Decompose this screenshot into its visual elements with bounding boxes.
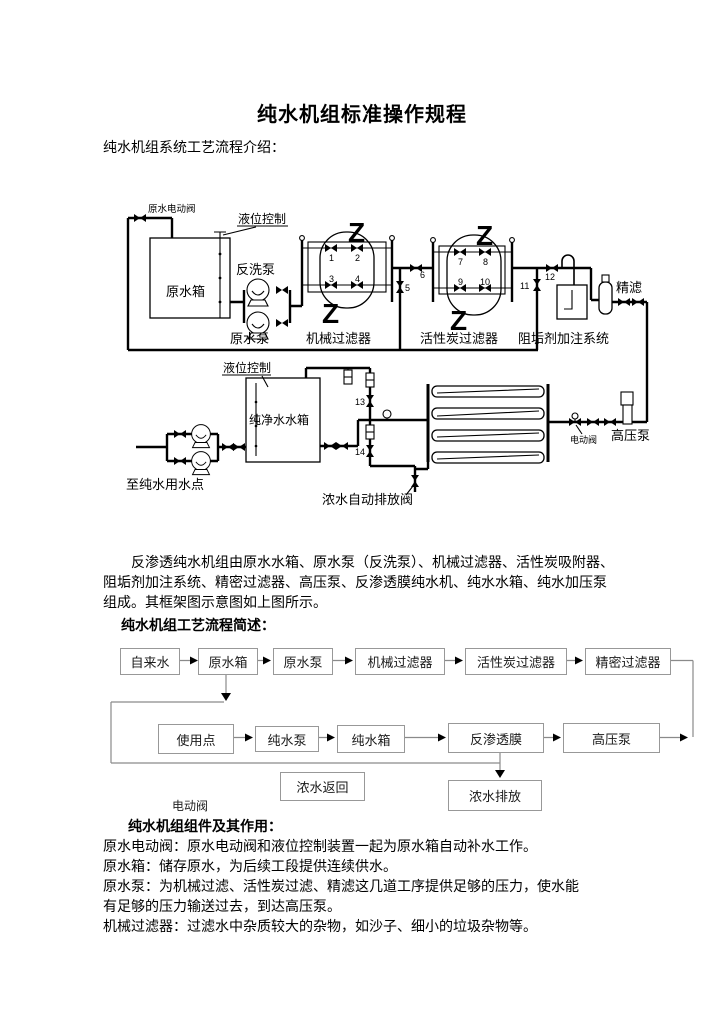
flowchart: 自来水 原水箱 原水泵 机械过滤器 活性炭过滤器 精密过滤器 使用点 纯水泵 纯…: [100, 640, 712, 822]
to-use-point-label: 至纯水用水点: [126, 477, 204, 492]
component-line: 机械过滤器：过滤水中杂质较大的杂物，如沙子、细小的垃圾杂物等。: [103, 918, 537, 934]
valve-3: 3: [329, 274, 334, 284]
components-section: 纯水机组组件及其作用： 原水电动阀：原水电动阀和液位控制装置一起为原水箱自动补水…: [103, 816, 633, 936]
page-title: 纯水机组标准操作规程: [257, 104, 467, 126]
flow-box-pure-water-pump: 纯水泵: [255, 726, 319, 752]
level-control-top-label: 液位控制: [238, 211, 286, 226]
raw-water-pump-label: 原水泵: [230, 331, 269, 346]
distributor-glyph: Z: [450, 305, 467, 336]
valve-11: 11: [520, 281, 529, 291]
electric-valve-label: 电动阀: [570, 434, 597, 445]
flow-box-carbon-filter: 活性炭过滤器: [465, 648, 567, 675]
valve-8: 8: [483, 257, 488, 267]
fine-filter-label: 精滤: [616, 280, 642, 295]
valve-6: 6: [420, 270, 425, 280]
component-line: 原水箱：储存原水，为后续工段提供连续供水。: [103, 858, 397, 874]
dosing-system-label: 阻垢剂加注系统: [518, 331, 609, 346]
flow-box-mechanical-filter: 机械过滤器: [355, 648, 445, 675]
flow-box-high-pressure-pump: 高压泵: [563, 723, 660, 753]
intro-line: 纯水机组系统工艺流程介绍：: [103, 139, 285, 155]
raw-water-tank: [149, 237, 231, 319]
summary-paragraph: 反渗透纯水机组由原水水箱、原水泵（反洗泵）、机械过滤器、活性炭吸附器、 阻垢剂加…: [103, 552, 633, 635]
distributor-glyph: Z: [476, 220, 493, 251]
valve-5: 5: [405, 283, 410, 293]
flow-box-tap-water: 自来水: [120, 648, 180, 675]
distributor-glyph: Z: [348, 217, 365, 248]
pure-water-tank: [245, 377, 321, 463]
raw-water-motor-valve-label: 原水电动阀: [148, 203, 196, 215]
carbon-filter-label: 活性炭过滤器: [420, 331, 498, 346]
component-line: 原水电动阀：原水电动阀和液位控制装置一起为原水箱自动补水工作。: [103, 838, 537, 854]
flowchart-connectors: [110, 656, 694, 778]
raw-water-tank-label: 原水箱: [166, 284, 205, 299]
flow-box-concentrate-discharge: 浓水排放: [448, 780, 542, 811]
valve-4: 4: [355, 274, 360, 284]
mechanical-filter-label: 机械过滤器: [306, 331, 371, 346]
level-control-bottom-label: 液位控制: [223, 360, 271, 375]
valve-14: 14: [355, 447, 365, 457]
distributor-glyph: Z: [322, 298, 339, 329]
flow-box-use-point: 使用点: [158, 724, 234, 754]
paragraph-line: 阻垢剂加注系统、精密过滤器、高压泵、反渗透膜纯水机、纯水水箱、纯水加压泵: [103, 574, 607, 590]
flow-box-fine-filter: 精密过滤器: [585, 648, 671, 675]
components-heading: 纯水机组组件及其作用：: [128, 818, 282, 834]
backwash-pump-label: 反洗泵: [236, 262, 275, 277]
flow-box-raw-water-tank: 原水箱: [198, 648, 258, 675]
component-line: 原水泵：为机械过滤、活性炭过滤、精滤这几道工序提供足够的压力，使水能: [103, 878, 579, 894]
valve-9: 9: [458, 277, 463, 287]
valve-13: 13: [355, 397, 365, 407]
flow-box-ro-membrane: 反渗透膜: [448, 723, 544, 753]
component-line: 有足够的压力输送过去，到达高压泵。: [103, 898, 341, 914]
flow-box-pure-water-tank: 纯水箱: [337, 725, 405, 753]
process-diagram: 原水电动阀 液位控制 原水箱 反洗泵 原水泵 1 2 3 4 Z Z 6 5 机…: [126, 203, 650, 507]
valve-10: 10: [480, 277, 490, 287]
flow-box-raw-water-pump: 原水泵: [273, 648, 333, 675]
valve-7: 7: [458, 257, 463, 267]
paragraph-line: 组成。其框架图示意图如上图所示。: [103, 594, 327, 610]
flow-box-concentrate-return: 浓水返回: [280, 772, 365, 801]
valve-1: 1: [329, 253, 334, 263]
valve-2: 2: [355, 253, 360, 263]
pure-water-tank-label: 纯净水水箱: [249, 412, 309, 427]
process-brief-heading: 纯水机组工艺流程简述：: [121, 617, 275, 633]
fine-filter: [598, 281, 613, 315]
paragraph-line: 反渗透纯水机组由原水水箱、原水泵（反洗泵）、机械过滤器、活性炭吸附器、: [131, 554, 614, 570]
high-pressure-pump-label: 高压泵: [611, 428, 650, 443]
electric-valve-caption: 电动阀: [172, 799, 209, 813]
auto-drain-valve-label: 浓水自动排放阀: [322, 492, 413, 507]
valve-12: 12: [545, 272, 555, 282]
